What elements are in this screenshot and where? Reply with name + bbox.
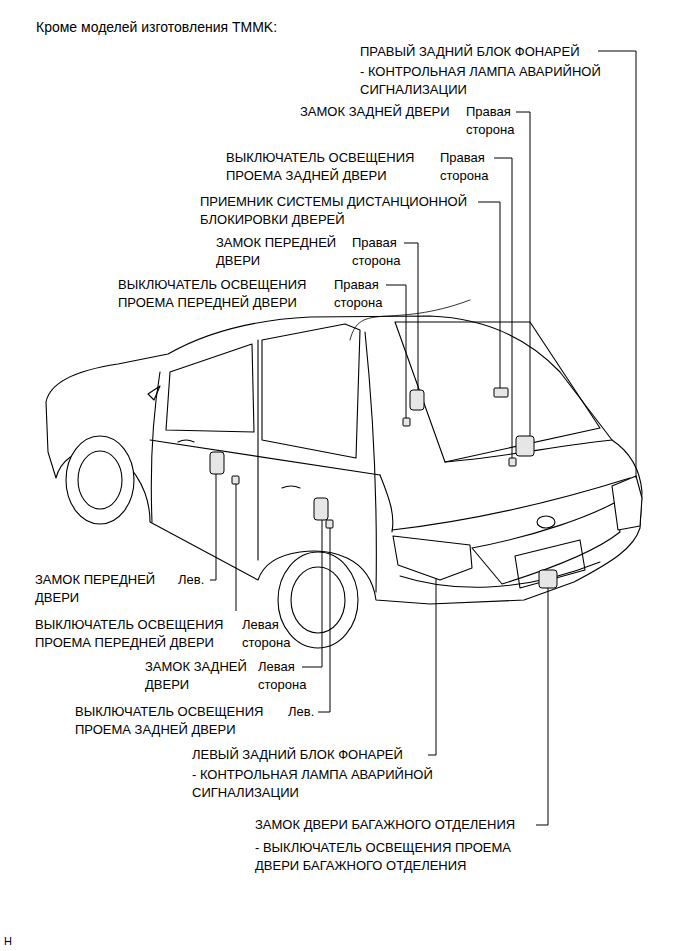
belt-line	[150, 440, 380, 475]
emblem	[537, 516, 555, 528]
mirror	[148, 386, 160, 400]
leader-line	[210, 474, 216, 580]
receiver-part	[494, 388, 508, 397]
side-label: Левая сторона	[242, 616, 304, 652]
part-label: ВЫКЛЮЧАТЕЛЬ ОСВЕЩЕНИЯ ПРОЕМА ЗАДНЕЙ ДВЕР…	[75, 703, 280, 739]
leader-line	[536, 588, 548, 825]
sub-label: - КОНТРОЛЬНАЯ ЛАМПА АВАРИЙНОЙ СИГНАЛИЗАЦ…	[360, 63, 628, 99]
lock-part	[210, 452, 224, 474]
side-label: Лев.	[178, 571, 204, 589]
side-label: Правая сторона	[440, 149, 502, 185]
part-label: ВЫКЛЮЧАТЕЛЬ ОСВЕЩЕНИЯ ПРОЕМА ЗАДНЕЙ ДВЕР…	[226, 149, 431, 185]
sub-label: - КОНТРОЛЬНАЯ ЛАМПА АВАРИЙНОЙ СИГНАЛИЗАЦ…	[192, 766, 492, 802]
rear-face-line	[392, 478, 630, 530]
switch-part	[509, 458, 516, 466]
door-handle	[282, 486, 300, 488]
front-wheel	[66, 436, 134, 524]
leader-line	[428, 578, 436, 755]
part-label: ЗАМОК ПЕРЕДНЕЙ ДВЕРИ	[216, 234, 351, 270]
rear-rim	[291, 567, 345, 633]
part-label: ВЫКЛЮЧАТЕЛЬ ОСВЕЩЕНИЯ ПРОЕМА ПЕРЕДНЕЙ ДВ…	[118, 276, 323, 312]
side-label: Правая сторона	[466, 103, 528, 139]
side-label: Левая сторона	[258, 658, 320, 694]
switch-part	[232, 476, 239, 484]
door-line	[257, 340, 258, 560]
part-label: ЗАМОК ЗАДНЕЙ ДВЕРИ	[300, 103, 450, 121]
car-body	[46, 316, 642, 604]
part-label: ЗАМОК ПЕРЕДНЕЙ ДВЕРИ	[35, 571, 170, 607]
part-label: ЗАМОК ДВЕРИ БАГАЖНОГО ОТДЕЛЕНИЯ	[255, 816, 515, 834]
leader-line	[318, 528, 330, 712]
leader-line	[494, 158, 512, 458]
plate-recess	[515, 540, 585, 588]
rear-wheel	[278, 552, 358, 648]
part-label: ВЫКЛЮЧАТЕЛЬ ОСВЕЩЕНИЯ ПРОЕМА ПЕРЕДНЕЙ ДВ…	[35, 616, 239, 652]
front-side-window	[166, 344, 254, 432]
side-label: Правая сторона	[352, 234, 414, 270]
leader-line	[598, 51, 636, 478]
lock-part	[539, 570, 557, 588]
lock-part	[516, 436, 534, 456]
leader-line	[386, 285, 406, 418]
left-tail-light	[393, 536, 472, 580]
front-rim	[78, 451, 122, 509]
side-label: Лев.	[288, 703, 314, 721]
part-label: ПРАВЫЙ ЗАДНИЙ БЛОК ФОНАРЕЙ	[360, 43, 580, 61]
rear-glass	[395, 322, 600, 462]
part-label: ЗАМОК ЗАДНЕЙ ДВЕРИ	[145, 658, 263, 694]
door-line	[151, 372, 160, 522]
figure-code: H	[4, 932, 12, 950]
side-label: Правая сторона	[334, 276, 396, 312]
switch-part	[403, 418, 410, 426]
lock-part	[314, 498, 328, 520]
rear-side-window	[262, 324, 360, 458]
sub-label: - ВЫКЛЮЧАТЕЛЬ ОСВЕЩЕНИЯ ПРОЕМА ДВЕРИ БАГ…	[255, 839, 535, 875]
diagram-title: Кроме моделей изготовления TMMK:	[36, 18, 277, 36]
quarter-line	[380, 475, 393, 532]
part-label: ПРИЕМНИК СИСТЕМЫ ДИСТАНЦИОННОЙ БЛОКИРОВК…	[200, 193, 490, 229]
leader-line	[236, 484, 237, 611]
door-handle	[178, 440, 194, 442]
leader-line	[516, 112, 530, 436]
lock-part	[410, 390, 424, 410]
door-line	[365, 332, 376, 592]
switch-part	[326, 520, 333, 528]
part-label: ЛЕВЫЙ ЗАДНИЙ БЛОК ФОНАРЕЙ	[192, 746, 403, 764]
right-tail-light	[612, 476, 642, 530]
leader-line	[302, 520, 322, 667]
leader-line	[478, 202, 500, 388]
